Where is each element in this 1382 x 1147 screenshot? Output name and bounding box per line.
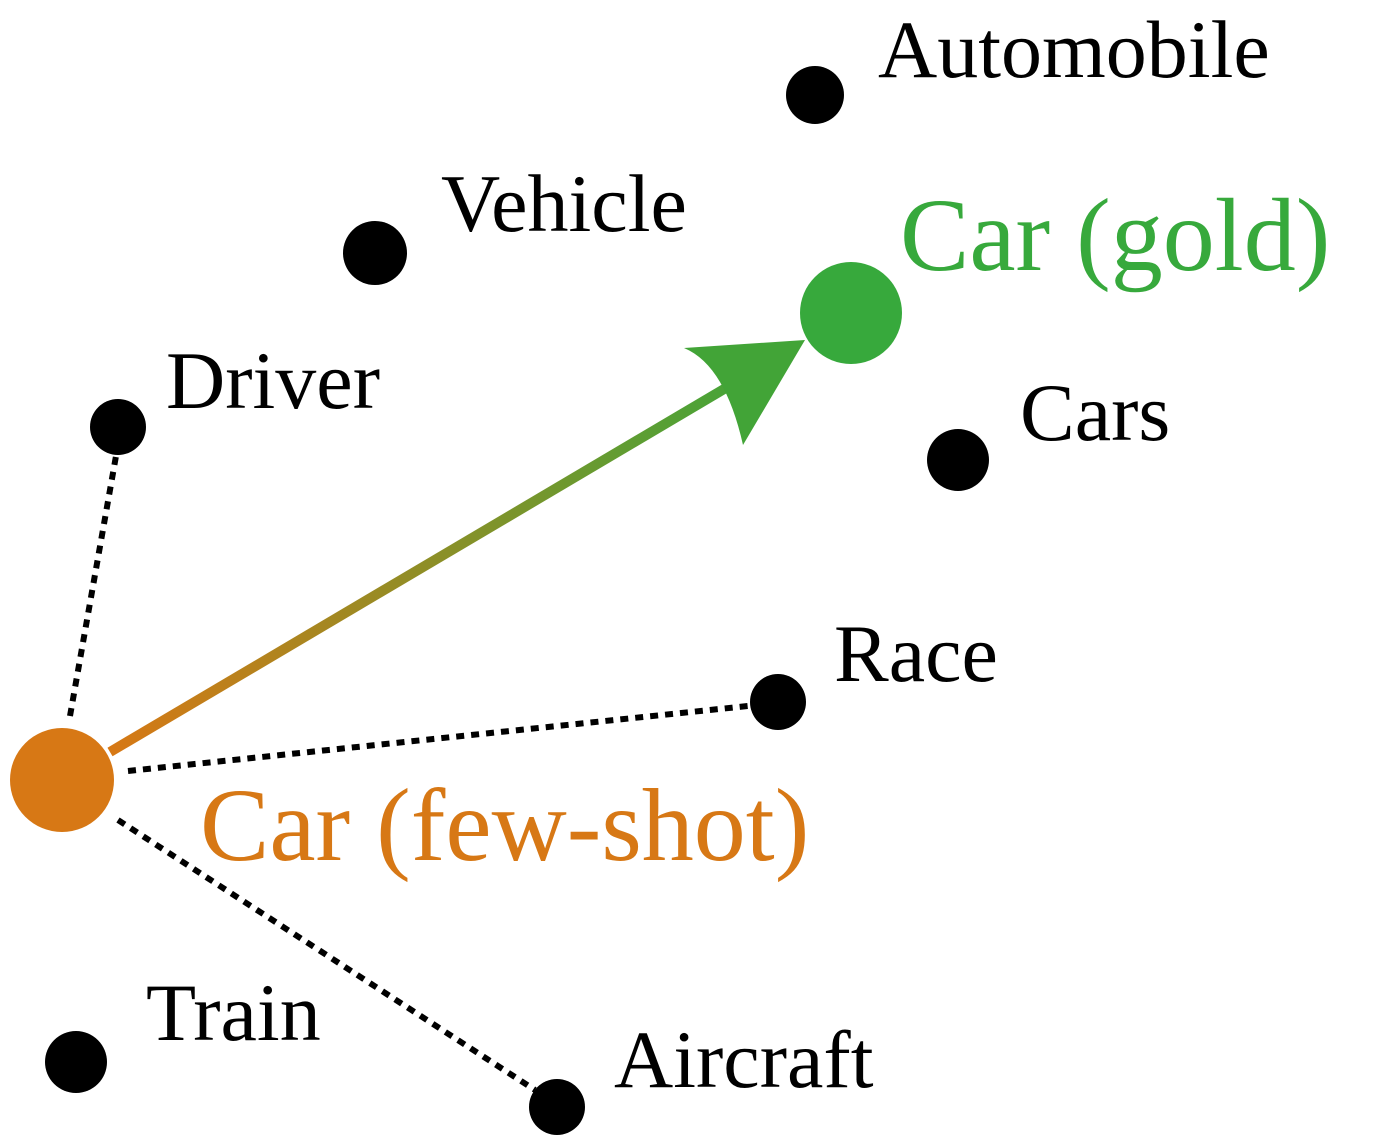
shift-arrow-shaft (107, 377, 739, 757)
point-race (750, 674, 806, 730)
shift-arrow-head (684, 340, 805, 445)
label-race: Race (834, 608, 998, 699)
label-aircraft: Aircraft (614, 1014, 874, 1105)
label-cars: Cars (1020, 367, 1170, 458)
link-few-shot-to-aircraft (116, 817, 537, 1093)
label-car-few-shot: Car (few-shot) (200, 768, 809, 883)
label-train: Train (146, 967, 321, 1058)
point-cars (927, 429, 989, 491)
point-automobile (786, 66, 844, 124)
label-automobile: Automobile (878, 4, 1270, 95)
link-few-shot-to-race (127, 703, 749, 774)
point-car-gold (800, 262, 902, 364)
point-train (45, 1031, 107, 1093)
point-vehicle (343, 221, 407, 285)
point-driver (90, 399, 146, 455)
label-car-gold: Car (gold) (900, 178, 1330, 293)
link-few-shot-to-driver (67, 455, 119, 717)
point-aircraft (529, 1079, 585, 1135)
point-car-few-shot (10, 728, 114, 832)
label-driver: Driver (166, 335, 380, 426)
label-vehicle: Vehicle (441, 158, 687, 249)
